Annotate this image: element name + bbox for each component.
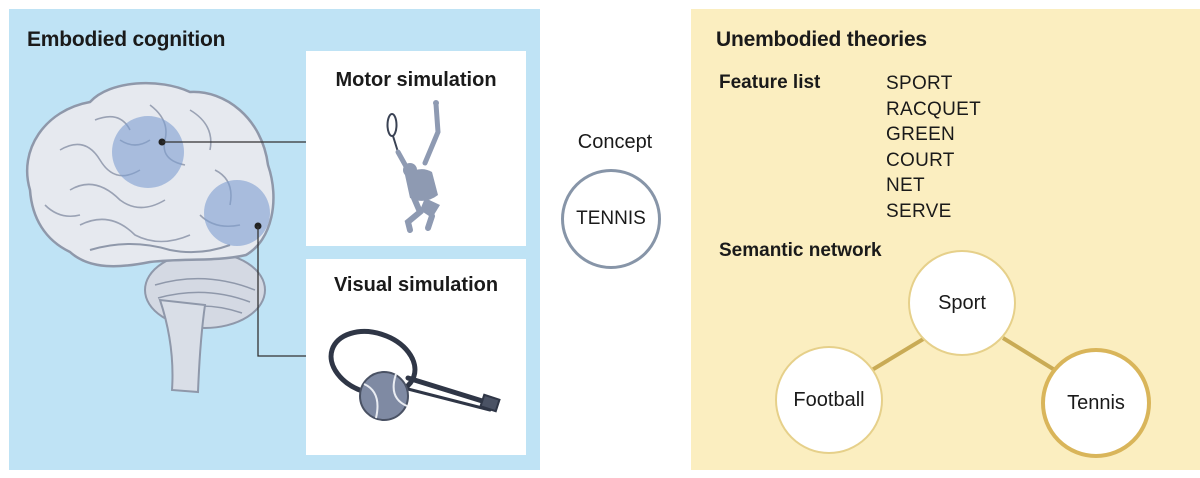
- embodied-cognition-title: Embodied cognition: [27, 28, 226, 51]
- feature-item: SERVE: [886, 200, 952, 222]
- semantic-network-title: Semantic network: [719, 240, 882, 261]
- node-football-label: Football: [793, 388, 865, 411]
- node-tennis-label: Tennis: [1067, 391, 1125, 414]
- concept-value: TENNIS: [576, 208, 646, 229]
- node-sport-label: Sport: [938, 291, 986, 314]
- cerebellum: [144, 251, 266, 329]
- visual-simulation-title: Visual simulation: [333, 274, 499, 296]
- feature-item: SPORT: [886, 73, 953, 94]
- tennis-player-icon: [386, 100, 441, 233]
- feature-list: SPORT RACQUET GREEN COURT NET SERVE: [886, 71, 981, 225]
- node-sport: Sport: [908, 250, 1016, 356]
- concept-circle: TENNIS: [561, 169, 661, 269]
- feature-item: NET: [886, 175, 925, 197]
- feature-item: RACQUET: [886, 98, 981, 120]
- unembodied-theories-title: Unembodied theories: [716, 28, 927, 51]
- tennis-ball-icon: [359, 371, 409, 421]
- motor-cortex-highlight: [112, 116, 184, 188]
- feature-item: COURT: [886, 149, 955, 171]
- node-football: Football: [775, 346, 883, 454]
- network-link-sport-tennis: [1001, 336, 1060, 374]
- feature-list-title: Feature list: [719, 72, 821, 93]
- concept-label: Concept: [577, 131, 653, 153]
- feature-item: GREEN: [886, 124, 956, 146]
- visual-cortex-highlight: [204, 180, 270, 246]
- brainstem: [158, 298, 207, 394]
- visual-connector-line: [257, 226, 306, 357]
- node-tennis: Tennis: [1041, 348, 1151, 458]
- brain-illustration: [25, 81, 275, 394]
- motor-simulation-title: Motor simulation: [335, 69, 497, 91]
- tennis-racquet-icon: [328, 329, 501, 413]
- visual-simulation-box: Visual simulation: [306, 259, 526, 455]
